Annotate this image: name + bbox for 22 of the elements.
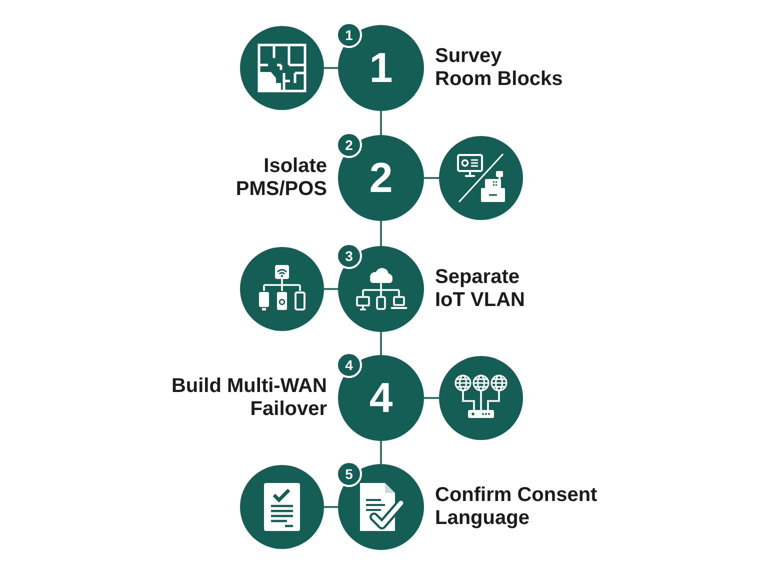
step-number-badge: 3 (336, 243, 362, 269)
connector-line (324, 67, 338, 69)
step-title: Survey Room Blocks (435, 45, 563, 91)
connector-line (424, 177, 439, 179)
step-title: Build Multi-WAN Failover (171, 375, 327, 421)
step-title: Confirm Consent Language (435, 484, 598, 530)
step-number: 4 (369, 377, 393, 419)
connector-line (324, 288, 338, 290)
connector-line (380, 111, 382, 135)
connector-line (424, 397, 439, 399)
step-number: 1 (369, 47, 393, 89)
step-number: 2 (369, 157, 393, 199)
step-title: Isolate PMS/POS (236, 155, 327, 201)
step-title: Separate IoT VLAN (435, 266, 525, 312)
step-number-badge: 2 (336, 132, 362, 158)
connector-line (380, 332, 382, 355)
connector-line (380, 221, 382, 246)
step-number-badge: 5 (336, 461, 362, 487)
step-number-badge: 1 (336, 22, 362, 48)
step-number-badge: 4 (336, 352, 362, 378)
connector-line (324, 506, 338, 508)
connector-line (380, 441, 382, 464)
